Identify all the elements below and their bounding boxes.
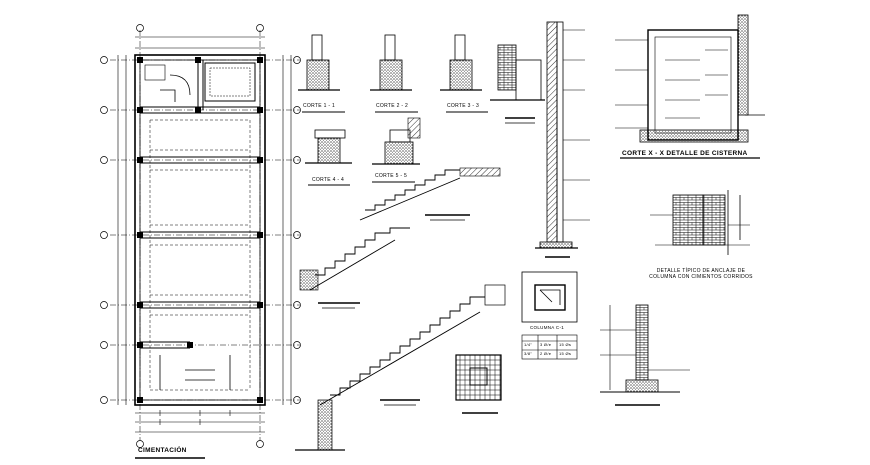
column-anchor-title: DETALLE TÍPICO DE ANCLAJE DE COLUMNA CON… [649, 268, 753, 280]
column-table [521, 334, 578, 360]
table-row: 3/8" [524, 351, 532, 356]
column-anchor-detail [650, 190, 750, 255]
wall-section [535, 21, 590, 258]
table-cell: 15 Øs [559, 342, 572, 347]
table-cell: 2 Ø/e [540, 351, 552, 356]
table-row: 1/4" [524, 342, 532, 347]
section-1-label: CORTE 1 - 1 [303, 103, 336, 109]
table-cell: 1/4" [524, 342, 533, 347]
section-2-label: CORTE 2 - 2 [376, 103, 409, 109]
section-3-label: CORTE 3 - 3 [447, 103, 480, 109]
column-detail [521, 271, 578, 323]
foundation-plan-title: CIMENTACIÓN [138, 447, 187, 454]
foundation-plan [100, 24, 301, 459]
section-4-label: CORTE 4 - 4 [312, 177, 345, 183]
stair-sections [295, 167, 506, 451]
table-cell: 3/8" [524, 351, 533, 356]
footing-mesh-plan [455, 354, 502, 414]
column-table-title: COLUMNA C-1 [530, 325, 565, 330]
wall-footing-detail [600, 304, 690, 406]
section-5-label: CORTE 5 - 5 [375, 173, 408, 179]
footing-sections [298, 34, 545, 186]
cistern-section-title: CORTE X - X DETALLE DE CISTERNA [622, 150, 748, 157]
table-cell: 3 Ø/e [540, 342, 552, 347]
cistern-section [615, 14, 765, 159]
table-cell: 15 Øs [559, 351, 572, 356]
